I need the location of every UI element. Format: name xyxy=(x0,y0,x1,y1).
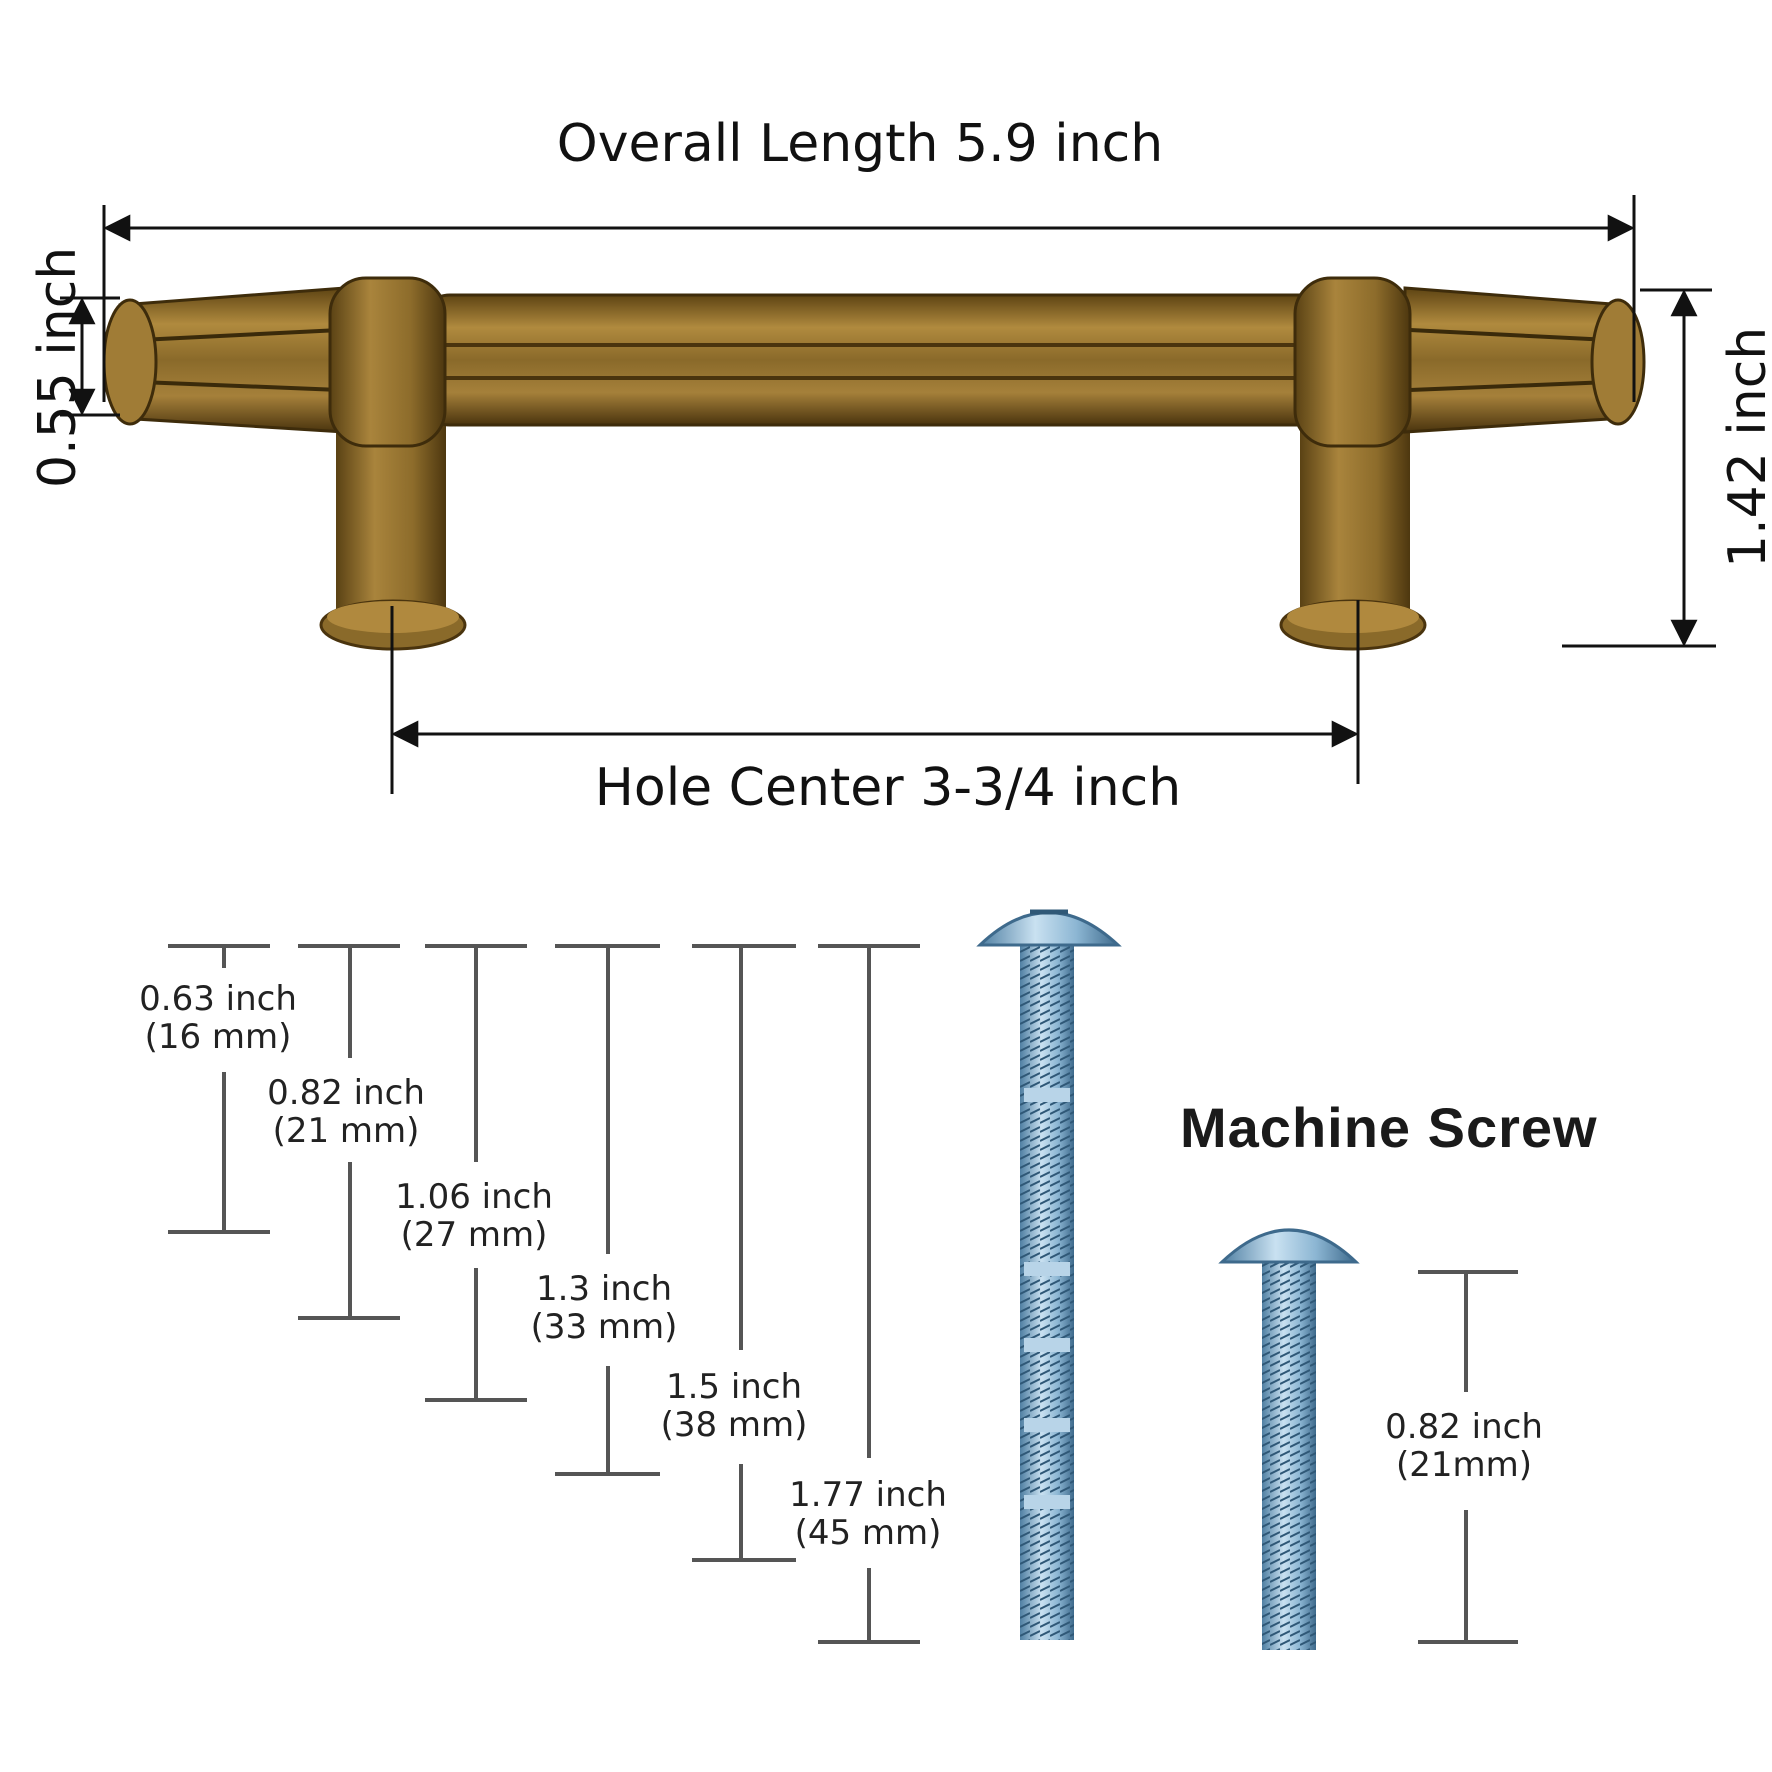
machine-screw-head xyxy=(1218,1228,1360,1264)
screw-length-label: 1.06 inch (27 mm) xyxy=(395,1180,553,1252)
machine-screw-title: Machine Screw xyxy=(1180,1096,1598,1159)
breakaway-screw-head xyxy=(976,911,1122,947)
machine-screw-length-inch: 0.82 inch xyxy=(1385,1407,1543,1447)
screw-length-mm: (33 mm) xyxy=(530,1307,678,1347)
screw-length-inch: 0.82 inch xyxy=(267,1073,425,1113)
taper-flute xyxy=(139,328,341,342)
handle-dimensions xyxy=(60,195,1716,794)
right-end-cap xyxy=(1590,298,1646,426)
bar-diameter-label: 0.55 inch xyxy=(28,246,88,488)
breakaway-groove xyxy=(1024,1262,1070,1276)
breakaway-groove xyxy=(1024,1495,1070,1509)
left-post xyxy=(336,420,446,625)
machine-screw-length-mm: (21mm) xyxy=(1395,1445,1533,1485)
screw-length-label: 0.63 inch (16 mm) xyxy=(139,982,297,1054)
right-post xyxy=(1300,420,1410,625)
taper-flute xyxy=(1409,328,1611,342)
hole-center-label: Hole Center 3-3/4 inch xyxy=(594,758,1182,818)
screw-length-mm: (27 mm) xyxy=(400,1215,548,1255)
machine-screw xyxy=(1218,1228,1360,1650)
screw-dimensions xyxy=(168,944,1518,1644)
screw-length-mm: (45 mm) xyxy=(794,1513,942,1553)
screw-length-mm: (16 mm) xyxy=(144,1017,292,1057)
screw-length-inch: 1.5 inch xyxy=(665,1367,803,1407)
left-collar xyxy=(328,276,447,448)
left-end-cap xyxy=(102,298,158,426)
machine-screw-threads xyxy=(1262,1250,1316,1650)
breakaway-screw xyxy=(976,909,1122,1640)
projection-label: 1.42 inch xyxy=(1718,326,1772,568)
machine-screw-length-label: 0.82 inch (21mm) xyxy=(1385,1410,1543,1482)
screw-length-label: 1.3 inch (33 mm) xyxy=(531,1272,678,1344)
screw-length-label: 1.5 inch (38 mm) xyxy=(661,1370,808,1442)
screw-length-mm: (21 mm) xyxy=(272,1111,420,1151)
taper-flute xyxy=(139,380,341,392)
overall-length-label: Overall Length 5.9 inch xyxy=(556,114,1164,174)
screw-length-label: 1.77 inch (45 mm) xyxy=(789,1478,947,1550)
screw-length-inch: 0.63 inch xyxy=(139,979,297,1019)
breakaway-groove xyxy=(1024,1418,1070,1432)
screw-length-inch: 1.77 inch xyxy=(789,1475,947,1515)
screw-length-inch: 1.3 inch xyxy=(535,1269,673,1309)
breakaway-groove xyxy=(1024,1088,1070,1102)
cabinet-handle xyxy=(102,276,1646,651)
right-collar xyxy=(1293,276,1412,448)
screw-length-inch: 1.06 inch xyxy=(395,1177,553,1217)
screw-length-mm: (38 mm) xyxy=(660,1405,808,1445)
handle-bar xyxy=(418,293,1332,427)
breakaway-groove xyxy=(1024,1338,1070,1352)
right-foot-top xyxy=(1287,601,1419,633)
screw-length-label: 0.82 inch (21 mm) xyxy=(267,1076,425,1148)
breakaway-screw-threads xyxy=(1020,935,1074,1640)
taper-flute xyxy=(1409,380,1611,392)
